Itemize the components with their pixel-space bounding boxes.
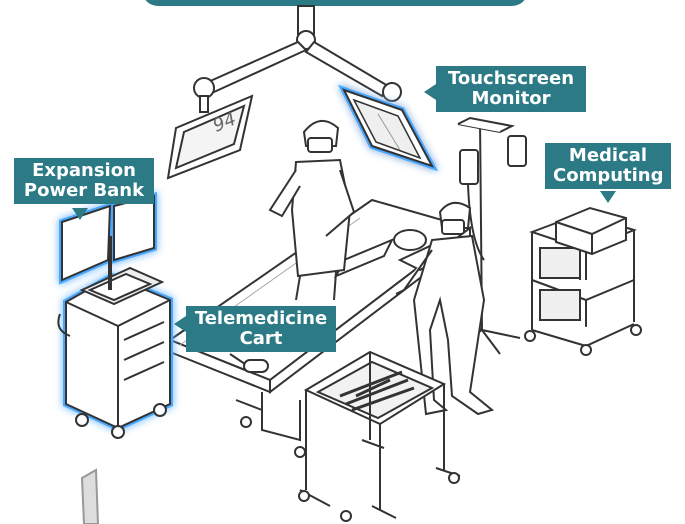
- callout-telemedicine-pointer: [174, 316, 186, 332]
- callout-touchscreen-line1: Touchscreen: [447, 68, 575, 89]
- telemedicine-cart-lines: [57, 194, 171, 439]
- callout-medical-line1: Medical: [568, 145, 648, 166]
- callout-medical-computing: Medical Computing: [545, 143, 671, 189]
- touchscreen-monitor: [338, 84, 439, 172]
- callout-telemedicine-line1: Telemedicine: [194, 308, 328, 329]
- surgeon-front: [395, 201, 495, 416]
- medical-computing-cart: [524, 206, 642, 356]
- callout-touchscreen-monitor: Touchscreen Monitor: [436, 66, 586, 112]
- callout-expansion-line1: Expansion: [32, 160, 136, 181]
- iv-pole: [457, 116, 527, 355]
- callout-touchscreen-pointer: [424, 84, 436, 100]
- instrument-tray-stand: [298, 350, 461, 522]
- callout-expansion-power-bank: Expansion Power Bank: [14, 158, 154, 204]
- callout-touchscreen-line2: Monitor: [471, 88, 551, 109]
- handheld-device: [80, 468, 100, 524]
- callout-telemedicine-line2: Cart: [239, 328, 283, 349]
- ceiling-boom-arm: [193, 5, 402, 113]
- callout-telemedicine-cart: Telemedicine Cart: [186, 306, 336, 352]
- callout-expansion-pointer: [72, 208, 88, 220]
- overhead-display: 94: [166, 94, 254, 180]
- surgeon-back: [268, 120, 356, 301]
- top-banner: [142, 0, 528, 6]
- callout-medical-pointer: [600, 191, 616, 203]
- callout-expansion-line2: Power Bank: [23, 180, 145, 201]
- callout-medical-line2: Computing: [553, 165, 664, 186]
